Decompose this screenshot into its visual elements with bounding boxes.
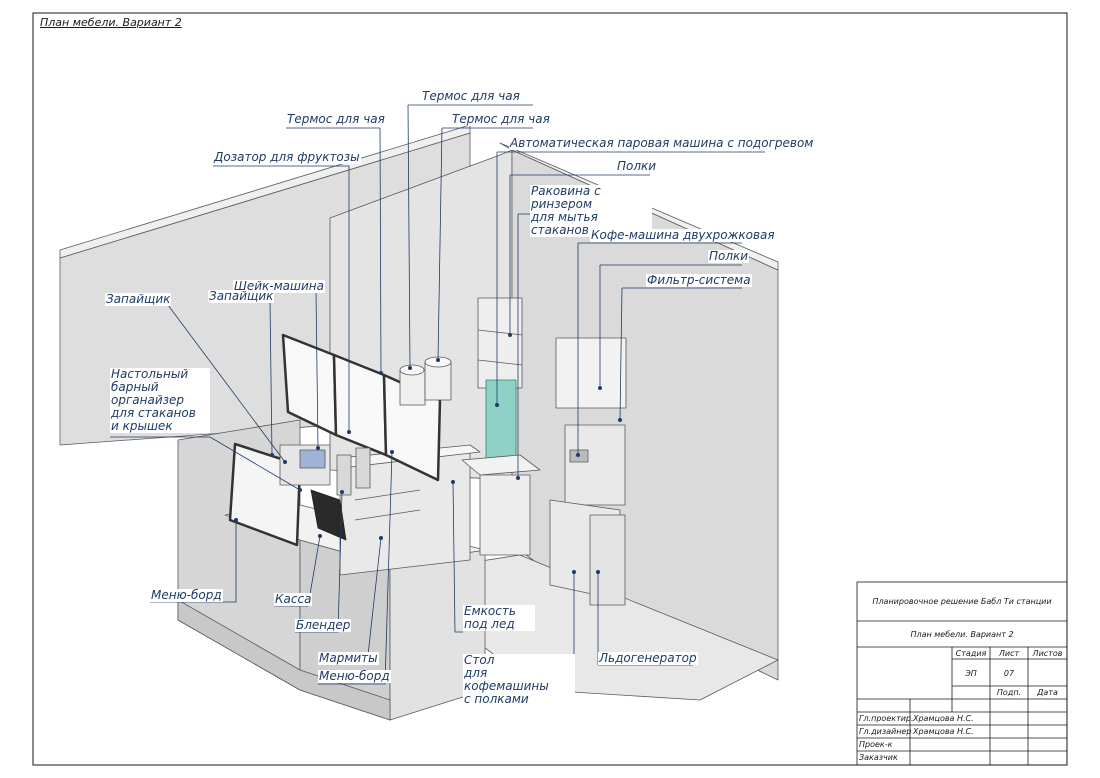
coffee-machine — [564, 424, 626, 506]
left-wall-top — [59, 124, 471, 259]
tb-date: Дата — [1037, 688, 1058, 697]
tb-role-3: Заказчик — [859, 753, 898, 762]
callout-blender: Блендер — [295, 618, 352, 632]
sink-stand — [461, 454, 541, 476]
callout-shake-machine: Шейк-машина — [233, 279, 325, 293]
blender-1 — [336, 454, 352, 496]
callout-ice-generator: Льдогенератор — [598, 651, 698, 665]
tb-drawing: План мебели. Вариант 2 — [910, 630, 1014, 639]
thermos-2 — [424, 361, 452, 401]
tb-col-stage: Стадия — [955, 649, 987, 658]
callout-filter-system: Фильтр-система — [646, 273, 752, 287]
callout-steam-machine: Автоматическая паровая машина с подогрев… — [509, 136, 815, 150]
coffee-shelves — [555, 337, 627, 409]
sheet-title: План мебели. Вариант 2 — [40, 16, 182, 29]
callout-sink: Раковина с ринзером для мытья стаканов — [530, 185, 652, 237]
tb-sheet: 07 — [1003, 669, 1015, 678]
sheet-frame — [32, 12, 1068, 766]
title-block — [856, 581, 1068, 766]
callout-marmity: Мармиты — [318, 651, 379, 665]
callout-sealer-1: Запайщик — [105, 292, 172, 306]
tb-project: Планировочное решение Бабл Ти станции — [872, 597, 1052, 606]
ice-generator — [589, 514, 626, 606]
callout-bar-organizer: Настольный барный органайзер для стакано… — [110, 368, 210, 433]
shelves-1 — [477, 297, 523, 389]
blender-2 — [355, 447, 371, 489]
tb-col-sheets: Листов — [1032, 649, 1063, 658]
leader-lines — [105, 104, 765, 694]
tb-role-0: Гл.проектир. — [859, 714, 914, 723]
callout-sealer-2: Запайщик — [208, 289, 275, 303]
callout-menu-board-1: Меню-борд — [150, 588, 223, 602]
callout-coffee-machine: Кофе-машина двухрожковая — [590, 228, 776, 242]
callout-cash-register: Касса — [274, 592, 313, 606]
callout-shelves-1: Полки — [616, 159, 658, 173]
callout-shelves-2: Полки — [708, 249, 750, 263]
callout-ice-container: Емкость под лед — [463, 605, 535, 631]
callout-fructose-dispenser: Дозатор для фруктозы — [213, 150, 361, 164]
tb-sign: Подп. — [996, 688, 1022, 697]
callout-menu-board-2: Меню-борд — [318, 669, 391, 683]
tb-col-sheet: Лист — [998, 649, 1020, 658]
callout-coffee-table: Стол для кофемашины с полками — [463, 654, 575, 706]
tb-name-0: Храмцова Н.С. — [913, 714, 974, 723]
callout-termos-left: Термос для чая — [286, 112, 386, 126]
callout-termos-top: Термос для чая — [421, 89, 521, 103]
steam-machine — [485, 379, 517, 461]
cash-register — [310, 489, 347, 541]
tb-role-2: Проек-к — [859, 740, 893, 749]
tb-stage: ЭП — [965, 669, 977, 678]
callout-termos-right: Термос для чая — [451, 112, 551, 126]
tb-role-1: Гл.дизайнер — [859, 727, 912, 736]
tb-name-1: Храмцова Н.С. — [913, 727, 974, 736]
leader-dots — [234, 333, 622, 574]
